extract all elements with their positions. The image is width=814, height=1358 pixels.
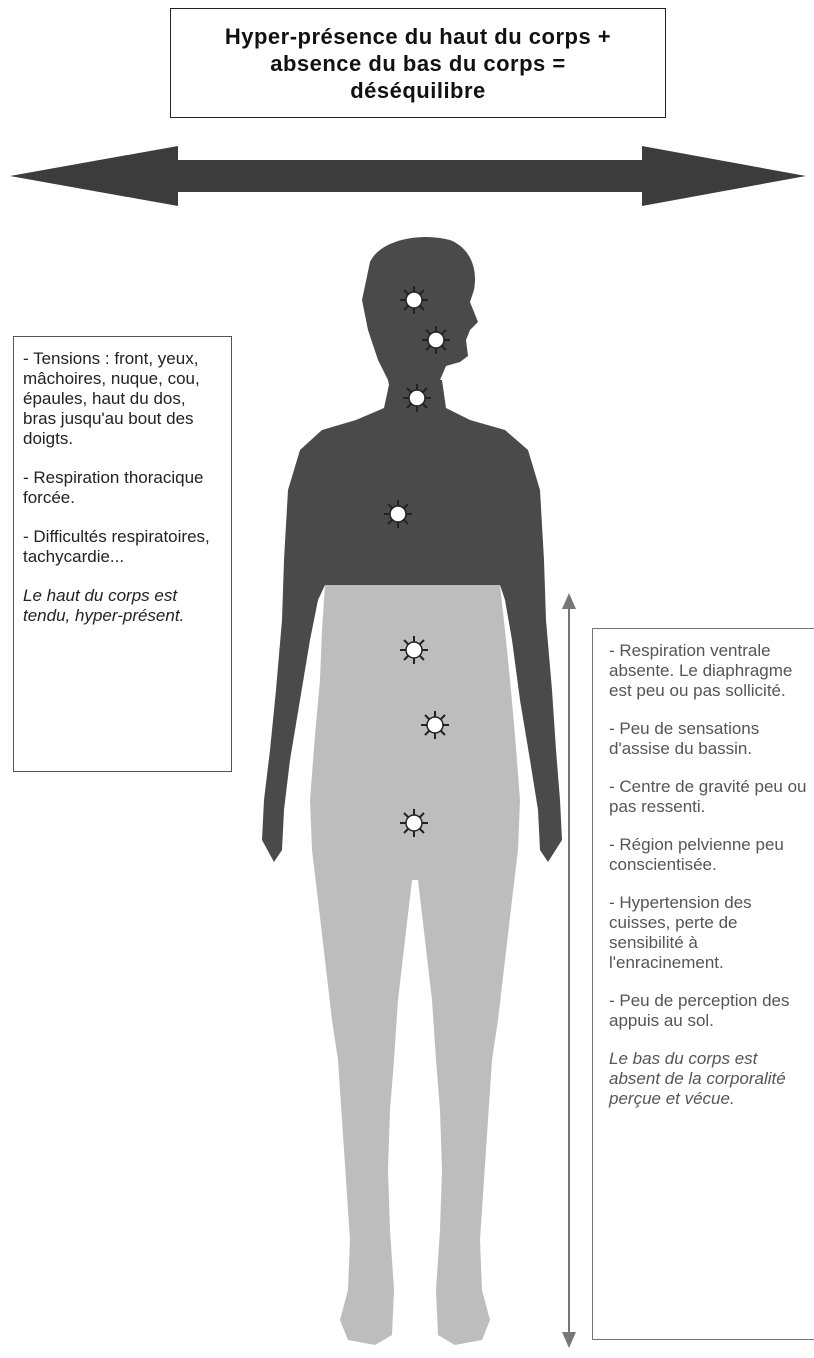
lower-body-description: - Respiration ventrale absente. Le diaph… [592,628,814,1340]
tension-point-icon [400,636,428,664]
lower-body-conclusion: Le bas du corps est absent de la corpora… [609,1049,810,1109]
tension-point-icon [403,384,431,412]
diagram-title: Hyper-présence du haut du corps + absenc… [225,23,611,104]
tension-point-icon [400,809,428,837]
lower-body [310,585,520,1345]
lower-body-item: - Région pelvienne peu conscientisée. [609,835,810,875]
lower-body-item: - Peu de perception des appuis au sol. [609,991,810,1031]
vertical-double-arrow-icon [562,593,576,1348]
title-line-1: Hyper-présence du haut du corps + [225,23,611,50]
upper-body-description: - Tensions : front, yeux, mâchoires, nuq… [13,336,232,772]
tension-point-icon [421,711,449,739]
lower-body-item: - Hypertension des cuisses, perte de sen… [609,893,810,973]
tension-point-icon [422,326,450,354]
lower-body-item: - Respiration ventrale absente. Le diaph… [609,641,810,701]
title-line-2: absence du bas du corps = [225,50,611,77]
lower-body-item: - Centre de gravité peu ou pas ressenti. [609,777,810,817]
lower-body-item: - Peu de sensations d'assise du bassin. [609,719,810,759]
title-line-3: déséquilibre [225,77,611,104]
title-box: Hyper-présence du haut du corps + absenc… [170,8,666,118]
horizontal-double-arrow-icon [10,146,806,206]
upper-body-item: - Difficultés respiratoires, tachycardie… [23,527,223,567]
upper-body-item: - Tensions : front, yeux, mâchoires, nuq… [23,349,223,449]
tension-point-icon [400,286,428,314]
tension-point-icon [384,500,412,528]
upper-body-conclusion: Le haut du corps est tendu, hyper-présen… [23,586,223,626]
upper-body-item: - Respiration thoracique forcée. [23,468,223,508]
